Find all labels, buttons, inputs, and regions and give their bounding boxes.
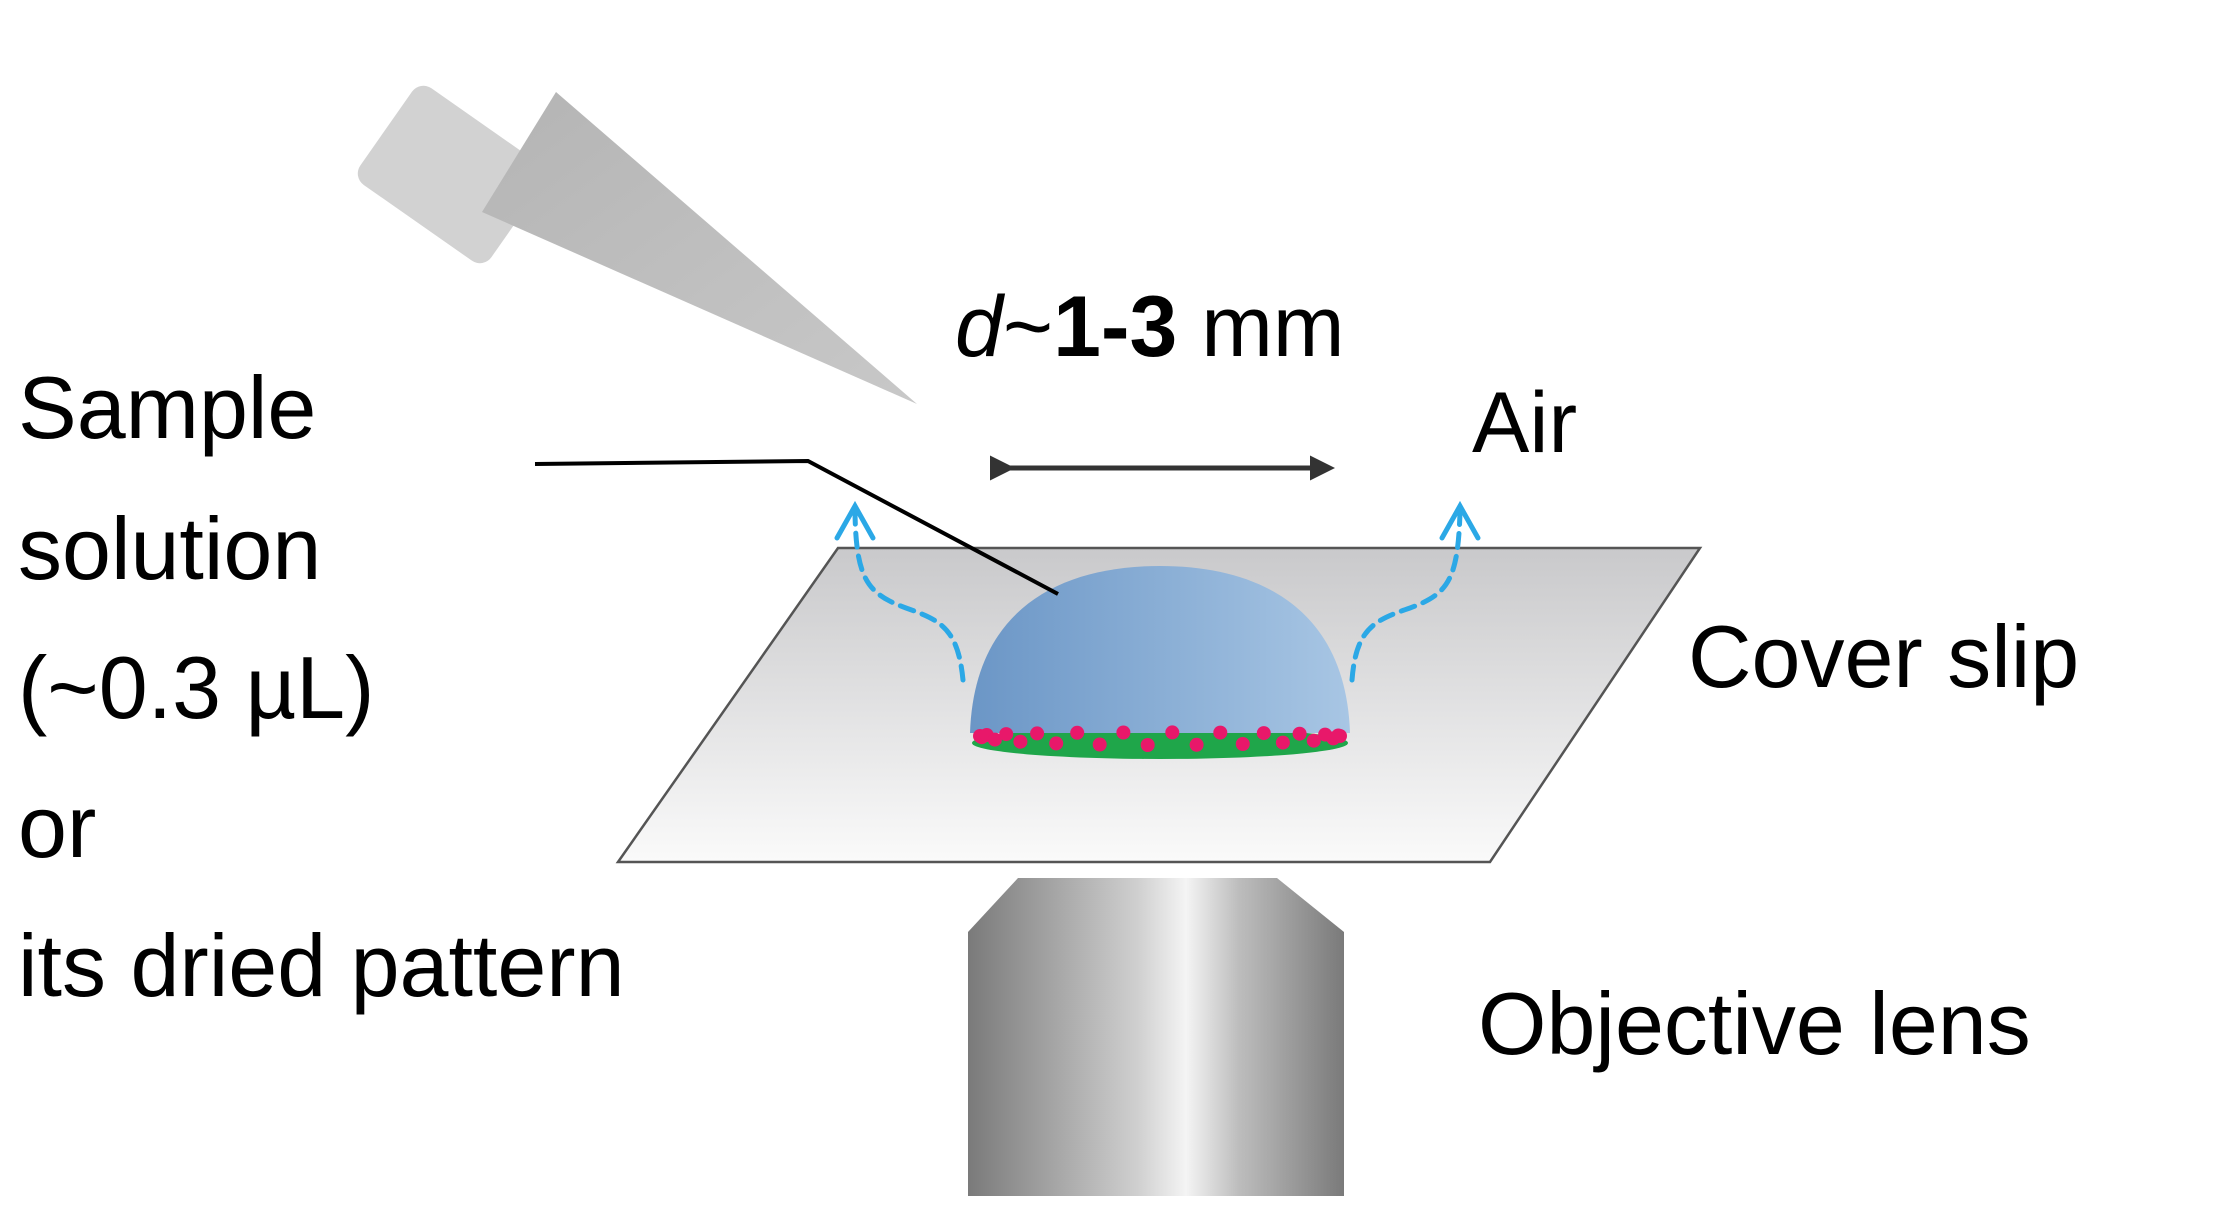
sample-leader-line bbox=[534, 458, 1059, 596]
evaporation-arrows bbox=[834, 500, 1481, 683]
sample-label-line-4: or bbox=[18, 777, 96, 876]
sample-droplet bbox=[970, 566, 1350, 759]
particle-dot bbox=[1275, 735, 1290, 750]
droplet-dome bbox=[970, 566, 1350, 733]
evaporation-arrow-right bbox=[1349, 509, 1463, 683]
dried-ring bbox=[972, 727, 1348, 759]
sample-label-line-5: its dried pattern bbox=[18, 916, 625, 1015]
particle-dot bbox=[1165, 725, 1180, 740]
evaporation-arrow-left bbox=[852, 509, 966, 683]
particle-dot bbox=[1213, 725, 1228, 740]
deposited-particles bbox=[973, 725, 1347, 752]
particle-dot bbox=[987, 732, 1002, 747]
cover-slip-label: Cover slip bbox=[1688, 607, 2079, 706]
particle-dot bbox=[1116, 725, 1131, 740]
particle-dot bbox=[1306, 733, 1321, 748]
sample-label-line-2: solution bbox=[18, 499, 321, 598]
particle-dot bbox=[1189, 737, 1204, 752]
particle-dot bbox=[999, 727, 1014, 742]
particle-dot bbox=[1140, 738, 1155, 752]
dimension-symbol: d bbox=[955, 279, 1006, 375]
particle-dot bbox=[1292, 726, 1307, 741]
particle-dot bbox=[1333, 729, 1347, 743]
pipette bbox=[357, 85, 917, 404]
sample-label-line-3: (~0.3 µL) bbox=[18, 638, 374, 737]
dimension-label: d~1-3 mm bbox=[955, 279, 1345, 375]
particle-dot bbox=[1256, 726, 1271, 741]
sample-label: Sample solution (~0.3 µL) or its dried p… bbox=[18, 358, 625, 1015]
particle-dot bbox=[1013, 734, 1028, 749]
particle-dot bbox=[1092, 737, 1107, 752]
particle-dot bbox=[1235, 737, 1250, 751]
evaporation-arrowhead-left bbox=[834, 500, 876, 541]
objective-lens-label: Objective lens bbox=[1478, 974, 2031, 1073]
dimension-unit: mm bbox=[1177, 279, 1344, 375]
sample-label-line-1: Sample bbox=[18, 358, 316, 457]
objective-lens bbox=[968, 878, 1344, 1196]
air-label: Air bbox=[1472, 375, 1577, 471]
particle-dot bbox=[1030, 726, 1045, 741]
particle-dot bbox=[1070, 725, 1085, 740]
pipette-tip bbox=[482, 92, 917, 404]
dimension-tilde: ~ bbox=[1003, 279, 1053, 375]
particle-dot bbox=[1049, 736, 1064, 751]
dimension-range: 1-3 bbox=[1053, 279, 1177, 375]
evaporation-arrowhead-right bbox=[1439, 500, 1481, 541]
